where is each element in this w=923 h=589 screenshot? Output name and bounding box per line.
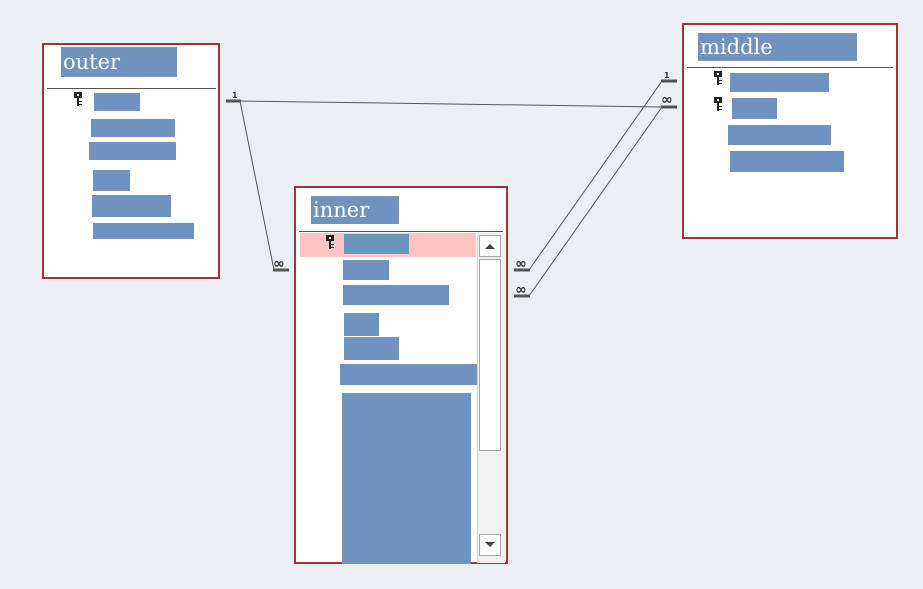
field-middle-1[interactable] — [730, 73, 829, 92]
field-outer-3[interactable] — [89, 142, 176, 160]
triangle-up-icon — [485, 244, 495, 249]
scroll-down-button[interactable] — [479, 534, 501, 556]
field-outer-2[interactable] — [91, 119, 175, 137]
field-outer-6[interactable] — [93, 223, 194, 239]
relationship-line-outer-middle[interactable] — [239, 100, 663, 108]
triangle-down-icon — [485, 542, 495, 547]
primary-key-icon — [714, 71, 723, 85]
relationship-line-inner-middle-b[interactable] — [528, 106, 663, 297]
field-outer-1[interactable] — [94, 93, 140, 111]
title-divider — [687, 67, 893, 68]
field-outer-4[interactable] — [93, 170, 130, 191]
table-title-outer[interactable]: outer — [61, 47, 177, 77]
field-middle-2[interactable] — [732, 98, 777, 119]
cardinality-inner-many-right-bottom: ∞ — [515, 282, 527, 298]
field-outer-5[interactable] — [92, 195, 171, 217]
title-divider — [47, 88, 216, 89]
relationship-line-inner-middle-a[interactable] — [528, 80, 663, 271]
table-outer[interactable]: outer — [42, 43, 220, 279]
field-inner-3[interactable] — [343, 285, 449, 305]
field-middle-4[interactable] — [730, 151, 844, 172]
field-inner-4[interactable] — [344, 313, 379, 336]
cardinality-inner-many-left: ∞ — [273, 256, 285, 272]
primary-key-icon — [74, 92, 83, 106]
cardinality-inner-many-right-top: ∞ — [515, 256, 527, 272]
relationship-line-outer-inner[interactable] — [239, 100, 275, 271]
primary-key-icon — [714, 97, 723, 111]
field-inner-5[interactable] — [344, 337, 399, 360]
table-title-middle[interactable]: middle — [698, 33, 857, 61]
field-inner-7[interactable] — [342, 393, 471, 564]
scroll-up-button[interactable] — [479, 235, 501, 257]
table-middle[interactable]: middle — [682, 23, 898, 239]
primary-key-icon — [326, 235, 335, 249]
cardinality-middle-many: ∞ — [661, 92, 673, 108]
field-inner-6[interactable] — [340, 364, 490, 385]
title-divider — [299, 231, 503, 232]
field-middle-3[interactable] — [728, 125, 831, 145]
table-title-inner[interactable]: inner — [311, 196, 399, 224]
table-inner[interactable]: inner — [294, 186, 508, 564]
cardinality-middle-one: 1 — [664, 71, 670, 80]
field-inner-1[interactable] — [344, 234, 409, 254]
cardinality-outer-one: 1 — [232, 91, 238, 100]
field-inner-2[interactable] — [343, 260, 389, 280]
scrollbar-thumb[interactable] — [479, 259, 501, 451]
